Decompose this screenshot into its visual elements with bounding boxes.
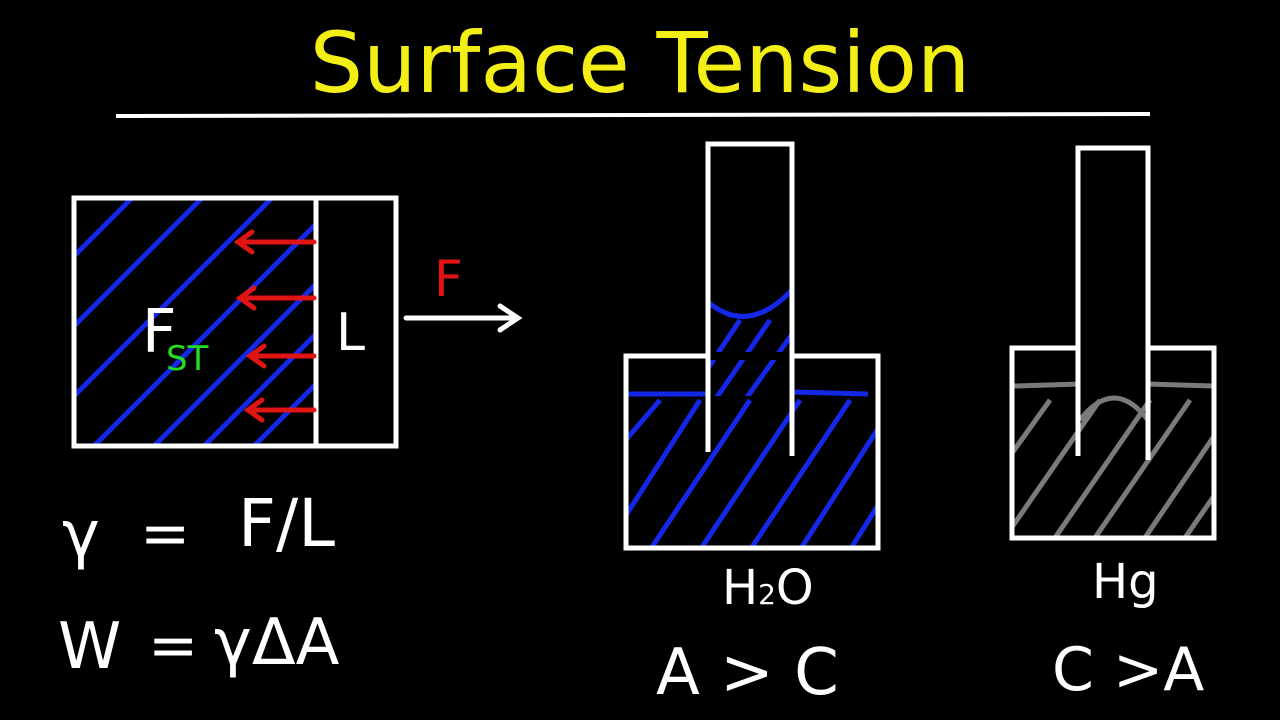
surface-tension-arrows [233, 229, 317, 423]
water-meniscus [706, 288, 794, 319]
mercury-label: Hg [1092, 554, 1159, 610]
st-arrow-3 [245, 343, 317, 369]
work-symbol: W [58, 610, 121, 684]
work-definition: γΔA [214, 606, 340, 680]
water-hatching [626, 398, 878, 548]
water-relation: A > C [656, 636, 839, 710]
applied-force-arrow [403, 303, 523, 333]
gamma-symbol: γ [62, 498, 100, 572]
gamma-definition: F/L [238, 485, 335, 562]
mercury-surface-right [1147, 381, 1213, 389]
gamma-equals: = [140, 499, 190, 569]
page-title: Surface Tension [310, 14, 970, 112]
mercury-meniscus [1078, 395, 1150, 422]
st-arrow-4 [243, 397, 317, 423]
mercury-hatching [1012, 398, 1214, 538]
water-label-sub: 2 [758, 578, 776, 611]
st-arrow-2 [235, 285, 317, 311]
mercury-capillary: Hg C >A [1009, 145, 1217, 705]
mercury-relation: C >A [1052, 635, 1204, 705]
equations: γ = F/L W = γΔA [58, 485, 340, 684]
work-equals: = [148, 611, 198, 681]
water-label-main: H [722, 560, 758, 616]
title-underline [115, 112, 1151, 118]
mercury-surface-left [1013, 381, 1081, 389]
water-label: H2O [722, 560, 814, 616]
wire-frame [71, 195, 399, 449]
film-diagram: F ST L F [71, 195, 523, 449]
water-capillary: H2O A > C [623, 141, 881, 710]
mercury-tube [1075, 145, 1151, 460]
length-label: L [336, 303, 365, 363]
water-label-tail: O [776, 560, 814, 616]
applied-force-label: F [434, 250, 463, 308]
st-arrow-1 [233, 229, 317, 255]
st-force-label: F [142, 297, 177, 367]
water-surface-right [793, 389, 869, 397]
st-force-subscript: ST [166, 339, 209, 379]
water-tube [705, 141, 795, 456]
